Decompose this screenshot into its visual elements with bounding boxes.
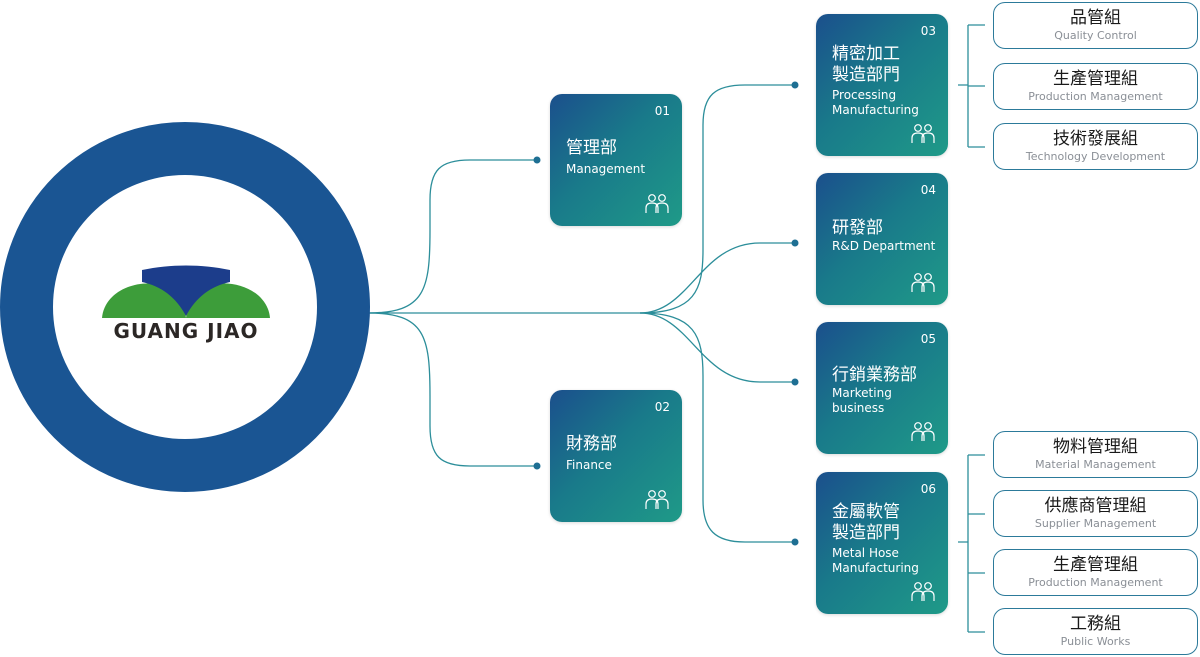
team-icon — [645, 490, 669, 509]
department-name-en: Management — [566, 162, 646, 176]
department-name-zh: 金屬軟管 製造部門 — [832, 502, 900, 543]
department-number: 04 — [920, 183, 936, 197]
logo-mark-icon — [102, 265, 270, 318]
department-number: 06 — [920, 482, 936, 496]
department-card-marketing[interactable]: 05 行銷業務部 Marketing business — [816, 322, 948, 454]
logo-wordmark: GUANG JIAO — [113, 319, 259, 343]
group-technology-development[interactable]: 技術發展組 Technology Development — [993, 123, 1198, 170]
group-name-zh: 物料管理組 — [1053, 437, 1138, 457]
link-to-processing — [368, 84, 795, 314]
link-to-rnd — [639, 242, 795, 314]
team-icon — [645, 194, 669, 213]
group-name-zh: 供應商管理組 — [1044, 496, 1147, 516]
department-card-metal-hose-manufacturing[interactable]: 06 金屬軟管 製造部門 Metal Hose Manufacturing — [816, 472, 948, 614]
group-name-en: Quality Control — [1054, 29, 1137, 42]
department-card-rnd[interactable]: 04 研發部 R&D Department — [816, 173, 948, 305]
department-name-en: Metal Hose Manufacturing — [832, 546, 919, 575]
department-name-zh: 精密加工 製造部門 — [832, 44, 900, 85]
group-name-en: Supplier Management — [1034, 517, 1157, 530]
company-logo: GUANG JIAO — [96, 262, 276, 357]
team-icon — [911, 422, 935, 441]
link-to-marketing — [639, 312, 795, 383]
department-number: 01 — [654, 104, 670, 118]
link-dot-finance — [533, 462, 541, 470]
group-name-en: Technology Development — [1025, 150, 1166, 163]
group-name-en: Production Management — [1028, 90, 1163, 103]
department-number: 03 — [920, 24, 936, 38]
team-icon — [911, 124, 935, 143]
group-name-zh: 品管組 — [1070, 8, 1121, 28]
group-name-en: Public Works — [1060, 635, 1131, 648]
group-public-works[interactable]: 工務組 Public Works — [993, 608, 1198, 655]
group-name-en: Material Management — [1035, 458, 1156, 471]
department-card-management[interactable]: 01 管理部 Management — [550, 94, 682, 226]
department-name-zh: 行銷業務部 — [832, 365, 917, 385]
team-icon — [911, 582, 935, 601]
link-to-finance — [367, 312, 537, 467]
bracket-03 — [958, 24, 985, 148]
group-name-zh: 技術發展組 — [1053, 129, 1138, 149]
group-production-management-2[interactable]: 生產管理組 Production Management — [993, 549, 1198, 596]
group-quality-control[interactable]: 品管組 Quality Control — [993, 2, 1198, 49]
link-to-metal-hose — [639, 312, 795, 543]
link-dot-processing — [791, 81, 799, 89]
department-number: 05 — [920, 332, 936, 346]
department-name-zh: 研發部 — [832, 218, 883, 238]
department-name-en: R&D Department — [832, 239, 936, 253]
team-icon — [911, 273, 935, 292]
link-dot-rnd — [791, 239, 799, 247]
department-card-processing-manufacturing[interactable]: 03 精密加工 製造部門 Processing Manufacturing — [816, 14, 948, 156]
group-name-zh: 生產管理組 — [1053, 555, 1138, 575]
group-supplier-management[interactable]: 供應商管理組 Supplier Management — [993, 490, 1198, 537]
group-production-management[interactable]: 生產管理組 Production Management — [993, 63, 1198, 110]
link-dot-management — [533, 156, 541, 164]
department-name-zh: 財務部 — [566, 434, 617, 454]
department-name-en: Processing Manufacturing — [832, 88, 919, 117]
group-material-management[interactable]: 物料管理組 Material Management — [993, 431, 1198, 478]
department-number: 02 — [654, 400, 670, 414]
link-to-management — [367, 159, 537, 314]
group-name-zh: 工務組 — [1070, 614, 1121, 634]
group-name-zh: 生產管理組 — [1053, 69, 1138, 89]
department-name-zh: 管理部 — [566, 138, 617, 158]
department-name-en: Marketing business — [832, 386, 892, 415]
link-dot-marketing — [791, 378, 799, 386]
department-name-en: Finance — [566, 458, 612, 472]
bracket-06 — [958, 454, 985, 633]
group-name-en: Production Management — [1028, 576, 1163, 589]
department-card-finance[interactable]: 02 財務部 Finance — [550, 390, 682, 522]
link-dot-metal-hose — [791, 538, 799, 546]
